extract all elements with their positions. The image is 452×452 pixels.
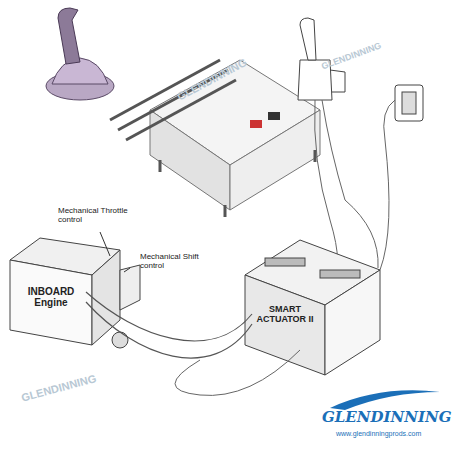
drawing-part (245, 275, 325, 375)
watermark: GLENDINNING (320, 35, 399, 72)
drawing-part (380, 100, 395, 270)
part-label: Mechanical Shift control (140, 252, 210, 270)
drawing-part (402, 92, 416, 114)
wire (175, 350, 300, 395)
drawing-part (230, 110, 320, 210)
logo-swoosh (330, 390, 440, 410)
drawing-part (320, 270, 360, 278)
engine-box: INBOARD Engine (16, 282, 86, 312)
drawing-part (159, 160, 162, 172)
brand-logo: GLENDINNING (322, 408, 450, 426)
node-text: SMART ACTUATOR II (256, 304, 314, 324)
drawing-part (224, 205, 227, 217)
drawing-part (92, 250, 120, 345)
inboard-engine (10, 238, 140, 348)
leader-line (100, 232, 110, 256)
wire (345, 200, 378, 268)
drawing-part (395, 85, 423, 121)
node-text: INBOARD Engine (20, 286, 82, 308)
smart-actuator (245, 240, 380, 375)
brand-logo: www.glendinningprods.com (336, 430, 452, 437)
watermark: GLENDINNING (20, 364, 129, 404)
leader-line (124, 268, 130, 272)
drawing-part (112, 332, 128, 348)
drawing-part (150, 110, 230, 210)
actuator-box: SMART ACTUATOR II (252, 300, 318, 328)
switch-panel (380, 85, 423, 270)
drawing-part (58, 8, 80, 64)
control-cable (86, 302, 252, 358)
drawing-part (10, 260, 92, 345)
part-label: Mechanical Throttle control (58, 206, 142, 224)
drawing-part (300, 18, 316, 60)
drawing-part (268, 112, 280, 120)
control-head (46, 8, 114, 100)
control-cable (86, 292, 252, 341)
drawing-part (330, 70, 345, 92)
drawing-part (265, 258, 305, 266)
drawing-part (120, 265, 140, 310)
drawing-part (322, 100, 345, 200)
drawing-part (250, 120, 262, 128)
drawing-part (325, 270, 380, 375)
